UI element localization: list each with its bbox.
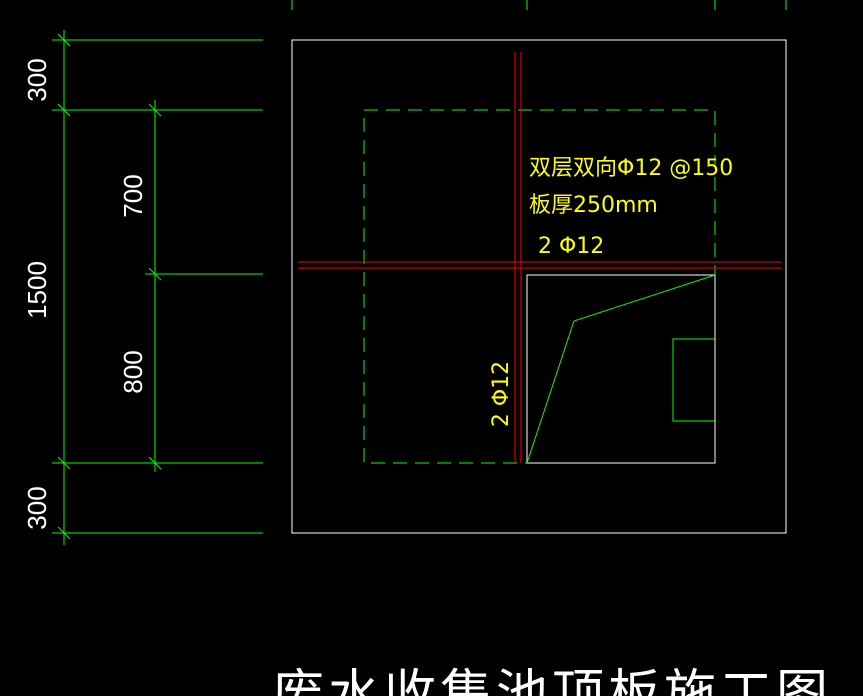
dim-text-outer-top: 300 <box>22 58 52 101</box>
dim-tick <box>57 103 71 117</box>
vertical-bars-note: 2 Φ12 <box>489 361 514 427</box>
horizontal-bars-note: 2 Φ12 <box>538 234 604 259</box>
slab-rebar-note: 双层双向Φ12 @150 <box>529 156 733 181</box>
dim-text-total: 1500 <box>22 261 52 319</box>
opening-outline <box>526 274 716 464</box>
dim-tick <box>57 33 71 47</box>
top-stub-lines <box>291 0 787 10</box>
dim-tick <box>148 267 162 281</box>
slab-outline <box>291 39 787 534</box>
opening-small-rect <box>672 338 715 422</box>
dim-tick <box>57 456 71 470</box>
opening-diagonal-line <box>526 274 716 464</box>
drawing-title: 废水收集池顶板施工图 <box>272 665 832 696</box>
horizontal-rebar <box>298 261 782 269</box>
dim-tick <box>57 526 71 540</box>
dimension-chain <box>52 30 263 545</box>
dim-text-inner-top: 700 <box>118 174 148 217</box>
slab-thickness-note: 板厚250mm <box>529 193 658 218</box>
vertical-rebar <box>514 52 522 463</box>
dim-tick <box>148 456 162 470</box>
dim-text-inner-bottom: 800 <box>118 350 148 393</box>
dim-text-outer-bottom: 300 <box>22 486 52 529</box>
dim-tick <box>148 103 162 117</box>
